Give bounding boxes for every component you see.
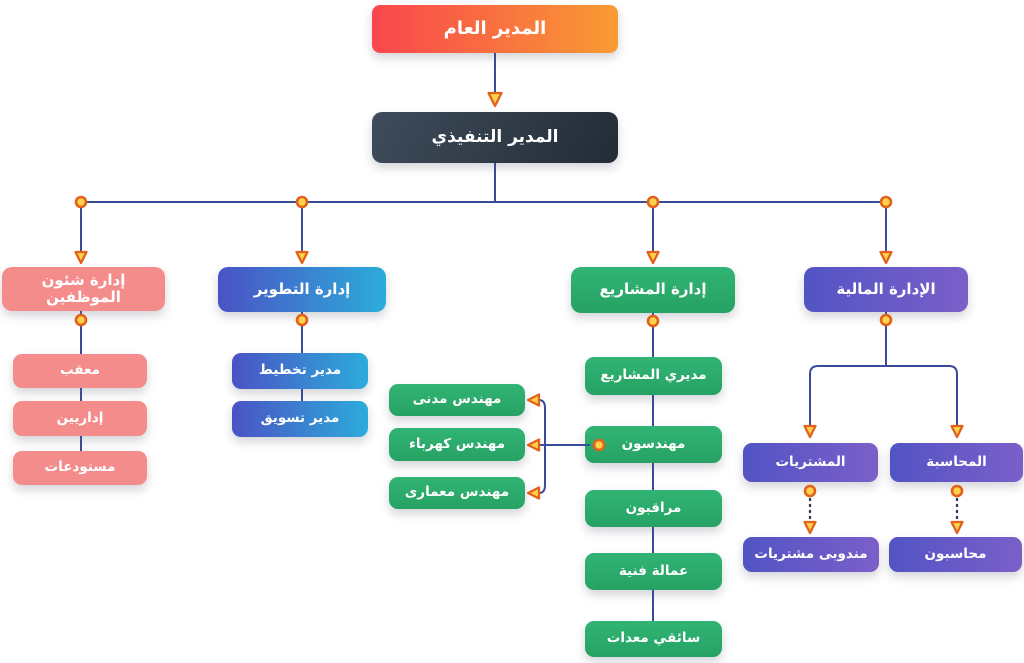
department-drop-connectors	[74, 195, 893, 265]
arrow-down-icon	[950, 424, 964, 439]
node-project-managers: مديري المشاريع	[585, 357, 722, 395]
finance-bracket-connector	[803, 312, 964, 439]
node-development-department: إدارة التطوير	[218, 267, 386, 312]
node-engineers: مهندسون	[585, 426, 722, 463]
finance-dotted-connectors	[803, 484, 964, 535]
node-equipment-drivers: سائقي معدات	[585, 621, 722, 657]
arrow-left-icon	[526, 486, 541, 500]
node-supervisors: مراقبون	[585, 490, 722, 527]
node-architect-engineer: مهندس معمارى	[389, 477, 525, 509]
arrow-left-icon	[526, 438, 541, 452]
node-civil-engineer: مهندس مدنى	[389, 384, 525, 416]
node-planning-manager: مدير تخطيط	[232, 353, 368, 389]
arrow-down-icon	[295, 250, 309, 265]
connector-dot-icon	[74, 195, 88, 209]
node-executive-manager: المدير التنفيذي	[372, 112, 618, 163]
arrow-down-icon	[950, 520, 964, 535]
arrow-down-icon	[74, 250, 88, 265]
connector-dot-icon	[803, 484, 817, 498]
connector-dot-icon	[646, 195, 660, 209]
connector-dot-icon	[879, 195, 893, 209]
arrow-down-icon	[879, 250, 893, 265]
node-purchasing: المشتريات	[743, 443, 878, 482]
arrow-left-icon	[526, 393, 541, 407]
node-projects-department: إدارة المشاريع	[571, 267, 735, 313]
arrow-down-icon	[803, 520, 817, 535]
node-accounting: المحاسبة	[890, 443, 1023, 482]
arrow-down-icon	[487, 91, 503, 108]
connector-dot-icon	[74, 313, 88, 327]
connector-dot-icon	[646, 314, 660, 328]
node-hr-item-1: معقب	[13, 354, 147, 388]
node-electrical-engineer: مهندس كهرباء	[389, 428, 525, 461]
node-technical-labor: عمالة فنية	[585, 553, 722, 590]
arrow-down-icon	[803, 424, 817, 439]
connector-dot-icon	[295, 195, 309, 209]
connector-dot-icon	[950, 484, 964, 498]
node-hr-department: إدارة شئون الموظفين	[2, 267, 165, 311]
node-hr-item-3: مستودعات	[13, 451, 147, 485]
connector-dot-icon	[879, 313, 893, 327]
connector-dot-icon	[295, 313, 309, 327]
arrow-down-icon	[646, 250, 660, 265]
node-marketing-manager: مدير تسويق	[232, 401, 368, 437]
node-general-manager: المدير العام	[372, 5, 618, 53]
node-accountants: محاسبون	[889, 537, 1022, 572]
node-purchasing-reps: مندوبى مشتريات	[743, 537, 879, 572]
node-hr-item-2: إداريين	[13, 401, 147, 436]
node-finance-department: الإدارة المالية	[804, 267, 968, 312]
